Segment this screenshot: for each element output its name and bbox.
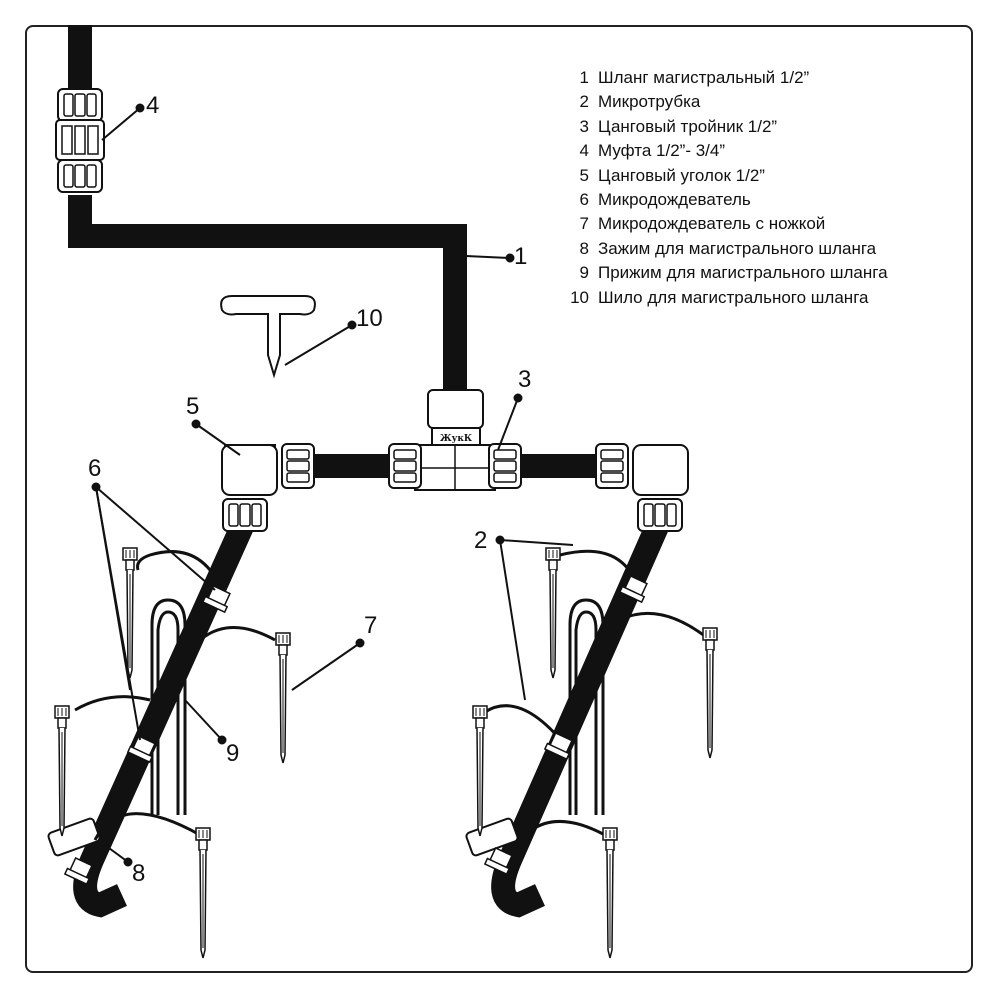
legend-label: Микродождеватель с ножкой (598, 214, 826, 234)
legend-number: 2 (579, 92, 589, 112)
legend-label: Цанговый тройник 1/2” (598, 116, 778, 136)
legend-label: Микродождеватель (598, 190, 751, 210)
legend-number: 1 (579, 68, 589, 87)
legend-label: Зажим для магистрального шланга (598, 238, 877, 258)
legend-number: 6 (579, 190, 589, 210)
legend-label: Шланг магистральный 1/2” (598, 68, 810, 87)
legend-item: 8 Зажим для магистрального шланга (565, 237, 888, 261)
callout-6: 6 (88, 455, 102, 482)
elbow-fitting-right (595, 443, 689, 532)
legend-number: 5 (579, 165, 589, 185)
legend-number: 9 (579, 263, 589, 283)
callout-10: 10 (356, 305, 383, 332)
elbow-fitting-left (221, 443, 315, 532)
legend: 1 Шланг магистральный 1/2” 2 Микротрубка 3… (565, 66, 888, 310)
callout-3: 3 (518, 366, 532, 393)
legend-item: 5 Цанговый уголок 1/2” (565, 164, 888, 188)
hose-pin (150, 598, 605, 815)
callout-4: 4 (146, 92, 160, 119)
coupling-fitting (55, 88, 105, 193)
legend-label: Муфта 1/2”- 3/4” (598, 141, 726, 161)
legend-item: 1 Шланг магистральный 1/2” (565, 66, 888, 90)
legend-label: Микротрубка (598, 92, 701, 112)
callout-9: 9 (226, 740, 240, 767)
callout-7: 7 (364, 612, 378, 639)
legend-item: 6 Микродождеватель (565, 188, 888, 212)
callout-1: 1 (514, 243, 528, 270)
legend-item: 4 Муфта 1/2”- 3/4” (565, 139, 888, 163)
legend-label: Прижим для магистрального шланга (598, 263, 888, 283)
legend-item: 9 Прижим для магистрального шланга (565, 261, 888, 285)
legend-number: 3 (579, 116, 589, 136)
brand-mark: ЖукК (440, 434, 473, 444)
legend-label: Шило для магистрального шланга (598, 287, 869, 307)
legend-item: 7 Микродождеватель с ножкой (565, 212, 888, 236)
legend-item: 10 Шило для магистрального шланга (565, 286, 888, 310)
awl-tool (220, 295, 316, 379)
legend-number: 4 (579, 141, 589, 161)
legend-number: 7 (579, 214, 589, 234)
callout-5: 5 (186, 393, 200, 420)
callout-8: 8 (132, 860, 146, 887)
legend-item: 3 Цанговый тройник 1/2” (565, 115, 888, 139)
legend-item: 2 Микротрубка (565, 90, 888, 114)
legend-number: 10 (570, 287, 589, 307)
tee-fitting: ЖукК (388, 389, 522, 491)
leader-lines (91, 103, 574, 867)
microtubes (74, 549, 711, 856)
legend-number: 8 (579, 238, 589, 258)
diagram-frame (25, 25, 973, 973)
legend-label: Цанговый уголок 1/2” (598, 165, 765, 185)
callout-2: 2 (474, 527, 488, 554)
